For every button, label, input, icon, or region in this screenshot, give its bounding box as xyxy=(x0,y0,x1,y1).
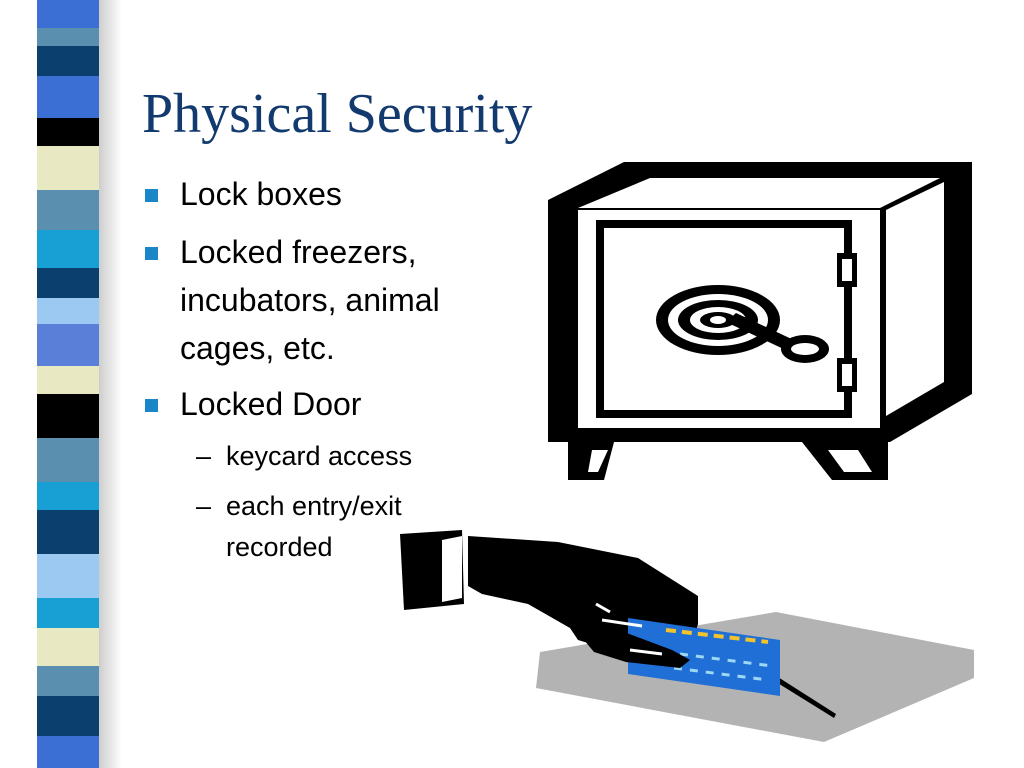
sub-bullet-text: each entry/exit recorded xyxy=(226,491,402,562)
stripe-band xyxy=(37,510,99,554)
stripe-band xyxy=(37,118,99,146)
stripe-band xyxy=(37,324,99,366)
stripe-band xyxy=(37,438,99,482)
stripe-band xyxy=(37,298,99,324)
stripe-band xyxy=(37,736,99,768)
stripe-band xyxy=(37,28,99,46)
stripe-band xyxy=(37,366,99,394)
stripe-band xyxy=(37,268,99,298)
bullet-text: Lock boxes xyxy=(180,176,342,212)
keycard-swipe-icon xyxy=(400,530,974,742)
bullet-marker xyxy=(145,247,158,260)
sub-bullet-text: keycard access xyxy=(226,441,413,471)
sub-bullet-dash: – xyxy=(196,441,212,471)
bullet-text: Locked Door xyxy=(180,386,362,422)
stripe-band xyxy=(37,482,99,510)
sub-bullet-entry-exit-recorded: – each entry/exit recorded xyxy=(196,486,496,568)
stripe-band xyxy=(37,598,99,628)
stripe-band xyxy=(37,666,99,696)
stripe-band xyxy=(37,146,99,190)
sub-bullet-dash: – xyxy=(196,491,212,521)
bullet-marker xyxy=(145,189,158,202)
bullet-item-locked-freezers: Locked freezers, incubators, animal cage… xyxy=(145,228,525,372)
stripe-band xyxy=(37,230,99,268)
stripe-band xyxy=(37,190,99,230)
slide-title: Physical Security xyxy=(142,83,533,145)
bullet-marker xyxy=(145,399,158,412)
stripe-band xyxy=(37,696,99,736)
stripe-shadow xyxy=(96,0,122,768)
safe-icon xyxy=(548,162,972,480)
bullet-text: Locked freezers, incubators, animal cage… xyxy=(180,234,440,366)
stripe-band xyxy=(37,554,99,598)
bullet-item-locked-door: Locked Door xyxy=(145,380,525,428)
sub-bullet-keycard-access: – keycard access xyxy=(196,436,496,477)
stripe-band xyxy=(37,628,99,666)
bullet-item-lock-boxes: Lock boxes xyxy=(145,170,525,218)
stripe-band xyxy=(37,46,99,76)
stripe-band xyxy=(37,76,99,118)
decorative-stripe xyxy=(37,0,99,768)
stripe-band xyxy=(37,394,99,438)
stripe-band xyxy=(37,0,99,28)
